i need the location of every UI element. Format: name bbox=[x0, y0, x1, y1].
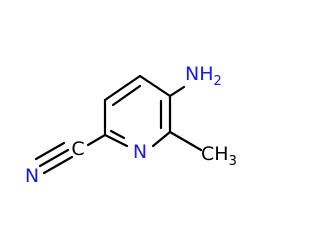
molecule-structure: N NH2 CH3 C N bbox=[0, 0, 250, 250]
bond-c2-nitrile-carbon bbox=[86, 133, 107, 147]
nitrile-triple-bond-2 bbox=[34, 141, 66, 161]
bond-c6-methyl bbox=[168, 130, 203, 152]
bond-c6-n1 bbox=[151, 130, 172, 148]
bond-n1-c2-inner bbox=[109, 129, 126, 140]
nitrile-triple-bond-1 bbox=[38, 148, 70, 168]
methyl-group-label: CH3 bbox=[201, 143, 237, 169]
bond-c4-c5 bbox=[138, 74, 172, 98]
amino-group-text: NH bbox=[185, 63, 214, 85]
amino-group-subscript: 2 bbox=[214, 74, 222, 89]
amino-group-label: NH2 bbox=[185, 63, 222, 89]
bond-c5-amino bbox=[168, 85, 186, 98]
nitrile-carbon-label: C bbox=[71, 138, 84, 160]
background bbox=[0, 0, 250, 250]
nitrile-triple-bond-3 bbox=[42, 155, 74, 175]
bond-c3-c4 bbox=[103, 74, 142, 102]
nitrile-nitrogen-label: N bbox=[25, 165, 39, 187]
bond-c3-c4-inner bbox=[111, 84, 142, 107]
bond-n1-c2 bbox=[103, 133, 129, 148]
ring-nitrogen-label: N bbox=[133, 141, 147, 163]
methyl-group-subscript: 3 bbox=[229, 154, 237, 169]
methyl-group-text: CH bbox=[201, 143, 229, 165]
